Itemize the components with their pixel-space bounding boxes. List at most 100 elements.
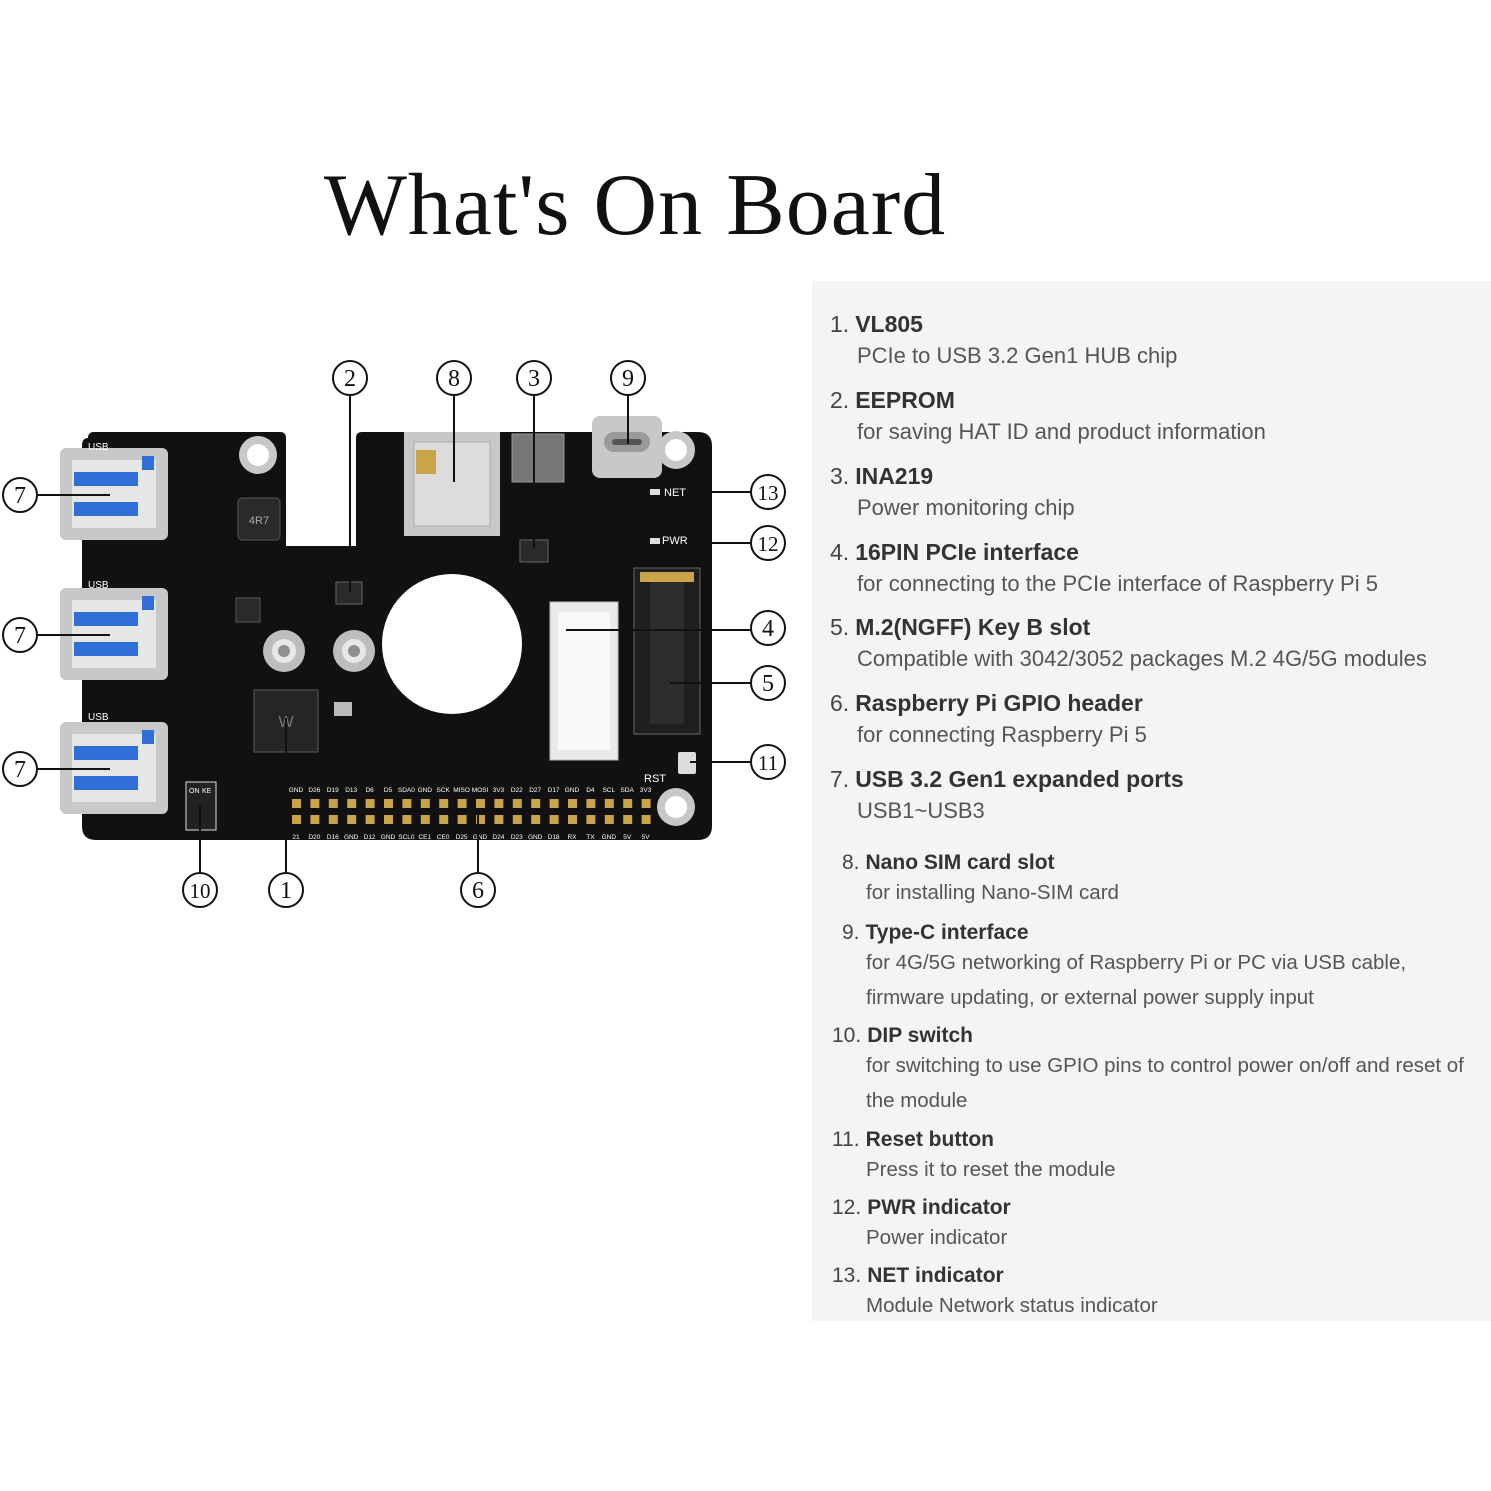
gpio-pin-label: D27 (529, 787, 541, 794)
gpio-pin-label: SCL0 (398, 834, 415, 841)
gpio-pin-label: SDA (621, 787, 635, 794)
callout-circle (182, 872, 218, 908)
component-description: Power indicator (866, 1226, 1008, 1249)
usb-label: USB (88, 580, 109, 591)
gpio-pin (494, 799, 504, 808)
gpio-pin-label: D26 (308, 787, 320, 794)
component-description: Compatible with 3042/3052 packages M.2 4… (857, 646, 1427, 671)
component-name: M.2(NGFF) Key B slot (855, 614, 1091, 640)
mounting-hole-bottom-right (657, 788, 695, 826)
component-number: 6. (830, 690, 850, 716)
mounting-hole-top-left (239, 436, 277, 474)
gpio-pin (531, 799, 541, 808)
gpio-pin-label: GND (418, 787, 433, 794)
inductor: 4R7 (237, 497, 281, 541)
small-ic (235, 597, 261, 623)
gpio-pin-label: TX (586, 834, 595, 841)
callout-circle (332, 360, 368, 396)
gpio-pin-label: D19 (327, 787, 339, 794)
gpio-pin (365, 799, 375, 808)
gpio-pin (310, 815, 320, 824)
pwr-label: PWR (662, 535, 688, 547)
gpio-pin (347, 815, 357, 824)
gpio-pin (457, 799, 467, 808)
gpio-pin (384, 815, 393, 824)
gpio-pin (604, 799, 614, 808)
gpio-pin (641, 799, 651, 808)
component-name: USB 3.2 Gen1 expanded ports (855, 766, 1184, 792)
component-name: Type-C interface (865, 921, 1029, 944)
component-name: DIP switch (867, 1024, 974, 1047)
usb-label: USB (88, 442, 109, 453)
component-description: for connecting Raspberry Pi 5 (857, 722, 1147, 747)
fan-cutout (382, 574, 522, 714)
gpio-pin-label: SDA0 (398, 787, 415, 794)
gpio-pin-label: GND (473, 834, 488, 841)
component-number: 12. (832, 1196, 862, 1219)
pcie-ffc-connector (549, 601, 619, 761)
crystal (334, 702, 352, 716)
gpio-pin (476, 799, 485, 808)
callout-number: 2 (344, 366, 356, 392)
gpio-pin (347, 799, 357, 808)
component-name: PWR indicator (867, 1196, 1011, 1219)
pwr-led (650, 538, 660, 544)
component-description: for switching to use GPIO pins to contro… (866, 1054, 1464, 1077)
usb-port-2: USB (60, 580, 168, 680)
board-diagram: USB USB USB 4R7 NET PWR (2, 360, 786, 908)
gpio-pin (292, 799, 301, 808)
gpio-pin-label: GND (289, 787, 304, 794)
gpio-pin-label: CE1 (418, 834, 431, 841)
component-description: for installing Nano-SIM card (866, 881, 1119, 904)
gpio-pin (439, 799, 449, 808)
component-name: Reset button (865, 1128, 994, 1151)
nano-sim-slot (404, 432, 500, 536)
callout-circle (610, 360, 646, 396)
gpio-pin-label: D22 (511, 787, 523, 794)
component-description: for 4G/5G networking of Raspberry Pi or … (866, 951, 1407, 974)
callout-circle (268, 872, 304, 908)
gpio-pin (512, 815, 522, 824)
gpio-pin-label: D16 (327, 834, 339, 841)
gpio-pin-label: 5V (642, 834, 651, 841)
gpio-pin-label: D12 (364, 834, 376, 841)
gpio-pin (457, 815, 467, 824)
reset-button: RST (644, 752, 696, 785)
m2-key-b-slot (633, 567, 701, 735)
standoff-left (263, 630, 305, 672)
callout-number: 7 (14, 623, 26, 649)
callout-number: 4 (762, 616, 774, 642)
component-name: NET indicator (867, 1264, 1004, 1287)
gpio-pin-label: GND (565, 787, 580, 794)
net-label: NET (664, 487, 686, 499)
gpio-pin-label: GND (344, 834, 359, 841)
component-number: 1. (830, 311, 850, 337)
gpio-pin (402, 815, 412, 824)
gpio-pin-label: MOSI (472, 787, 489, 794)
callout-number: 13 (758, 481, 779, 505)
gpio-pin (531, 815, 541, 824)
component-name: INA219 (855, 463, 934, 489)
callout-circle (750, 474, 786, 510)
component-number: 9. (842, 921, 860, 944)
callout-number: 7 (14, 757, 26, 783)
standoff-right (333, 630, 375, 672)
component-description: for saving HAT ID and product informatio… (857, 419, 1266, 444)
gpio-pin (292, 815, 301, 824)
gpio-pin (476, 815, 485, 824)
callout-circle (750, 610, 786, 646)
component-number: 5. (830, 614, 850, 640)
component-number: 13. (832, 1264, 862, 1287)
gpio-pin (365, 815, 375, 824)
gpio-pin-label: 5V (623, 834, 632, 841)
component-name: 16PIN PCIe interface (855, 539, 1079, 565)
